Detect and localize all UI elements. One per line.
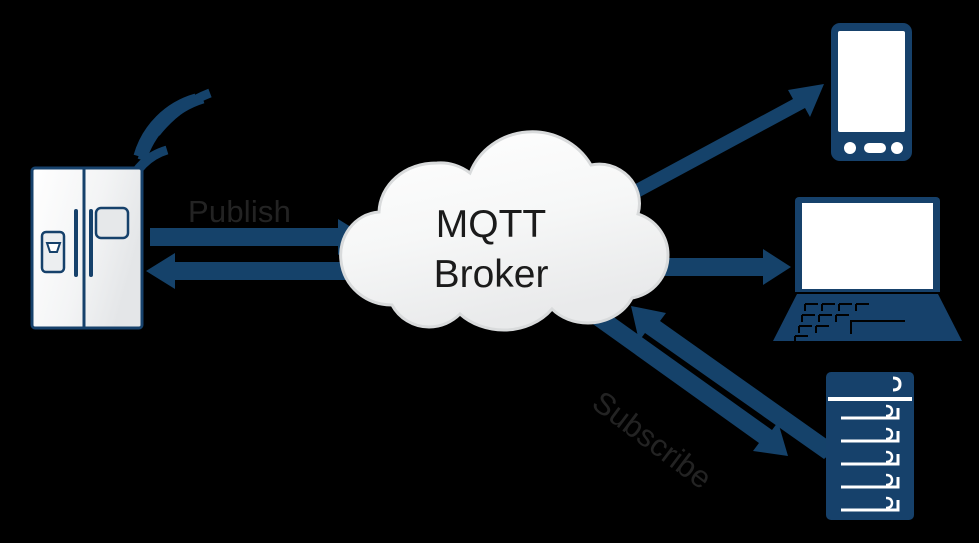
broker-to-smartphone-arrow bbox=[578, 84, 824, 225]
broker-label: MQTT Broker bbox=[351, 200, 631, 300]
cloud-icon bbox=[339, 130, 670, 332]
broker-label-line2: Broker bbox=[433, 253, 549, 296]
broker-to-refrigerator-arrow bbox=[146, 253, 355, 289]
broker-label-line1: MQTT bbox=[435, 203, 547, 246]
smart-refrigerator-icon bbox=[30, 166, 144, 330]
publish-arrow bbox=[150, 219, 367, 255]
subscribe-arrow bbox=[631, 306, 838, 459]
publish-label: Publish bbox=[188, 194, 292, 229]
server-rack-icon bbox=[826, 372, 914, 520]
broker-to-server-arrow bbox=[590, 308, 788, 456]
smartphone-icon bbox=[831, 23, 912, 161]
laptop-icon bbox=[773, 197, 962, 341]
